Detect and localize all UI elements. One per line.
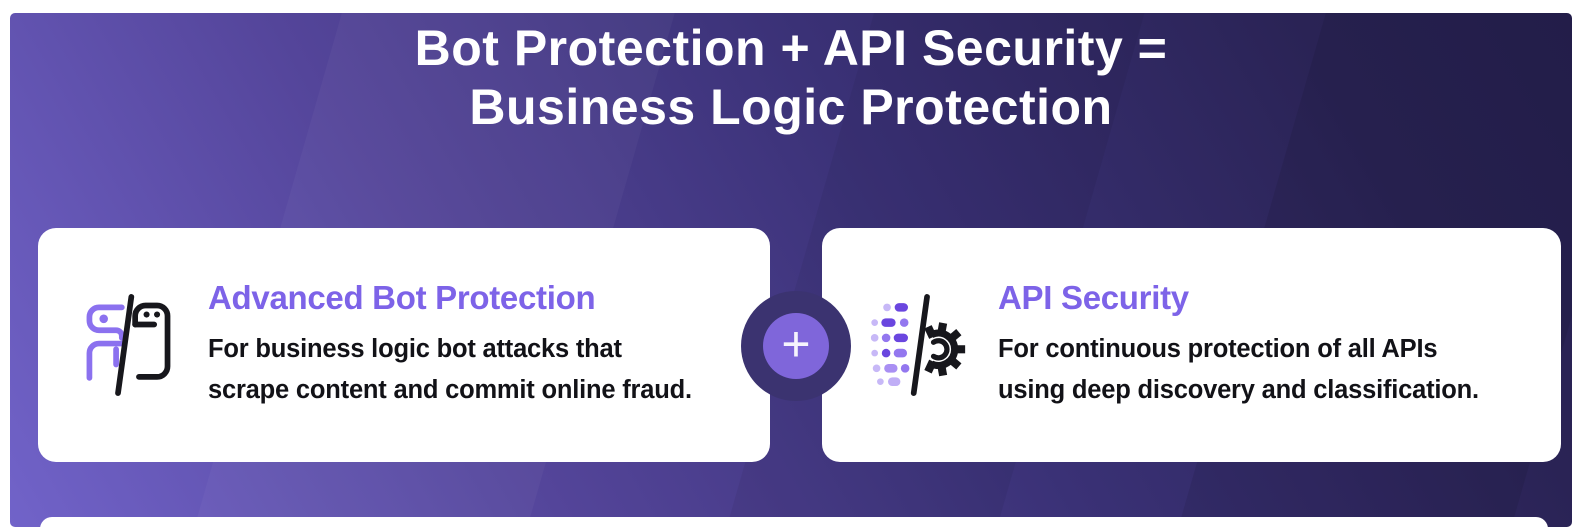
purple-panel: Bot Protection + API Security = Business…	[10, 13, 1572, 527]
plus-connector: +	[763, 313, 829, 379]
card-title: Advanced Bot Protection	[208, 279, 596, 316]
title-line-2: Business Logic Protection	[469, 79, 1113, 135]
card-api-security: API Security For continuous protection o…	[822, 228, 1561, 462]
plus-icon: +	[781, 315, 811, 372]
partial-bottom-card	[40, 517, 1548, 527]
card-advanced-bot-protection: Advanced Bot Protection For business log…	[38, 228, 770, 462]
card-description-line: using deep discovery and classification.	[998, 376, 1479, 404]
card-description-line: For business logic bot attacks that	[208, 335, 622, 363]
card-text-block: Advanced Bot Protection For business log…	[208, 279, 692, 411]
bot-split-icon	[78, 289, 178, 401]
card-description-line: For continuous protection of all APIs	[998, 335, 1438, 363]
api-discovery-gear-icon	[868, 289, 968, 401]
card-title: API Security	[998, 279, 1189, 316]
title-line-1: Bot Protection + API Security =	[414, 20, 1168, 76]
page-title: Bot Protection + API Security = Business…	[10, 19, 1572, 137]
card-text-block: API Security For continuous protection o…	[998, 279, 1479, 411]
card-description: For business logic bot attacks that scra…	[208, 329, 692, 411]
card-description: For continuous protection of all APIs us…	[998, 329, 1479, 411]
card-description-line: scrape content and commit online fraud.	[208, 376, 692, 404]
